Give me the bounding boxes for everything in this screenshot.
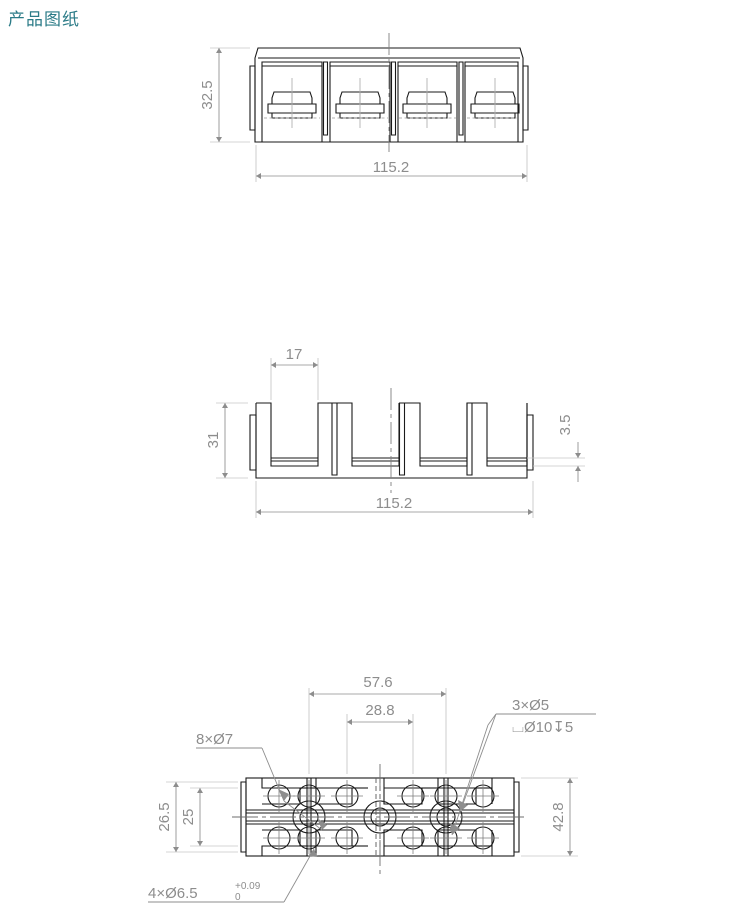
note-4x65-tol-upper: +0.09 [235,881,261,892]
dimension-28-8 [346,714,414,774]
dimension-17 [270,358,319,400]
note-8x7: 8×Ø7 [196,731,233,748]
center-marks [291,33,496,152]
left-ear-side [249,414,257,471]
leader-4x65 [148,848,318,903]
left-ear [249,65,256,131]
terminal-pockets [261,61,519,142]
body-outline-side [255,403,528,479]
right-ear-plan [513,781,520,853]
dimension-value-57-6: 57.6 [363,674,392,691]
dimension-value-26-5: 26.5 [156,802,173,831]
dimension-25 [190,787,238,847]
channel-pockets [256,402,528,467]
dimension-value-115-2-side: 115.2 [376,495,412,512]
right-ear-side [526,414,534,471]
cell-boxes-top [261,778,493,805]
note-4x65: 4×Ø6.5 [148,885,198,902]
terminal-screws [267,91,520,119]
note-counterbore: ⌴Ø10↧5 [512,719,573,736]
front-view: 32.5 115.2 [0,0,750,200]
dimension-32-5 [210,47,250,143]
dimension-26-5 [166,781,238,853]
hole-center-marks [263,780,499,854]
dimension-31 [216,402,248,479]
dimension-57-6 [308,688,447,774]
right-ear [522,65,529,131]
note-3x5: 3×Ø5 [512,697,549,714]
divider-ribs [322,61,464,136]
dimension-value-28-8: 28.8 [365,702,394,719]
note-4x65-tol-lower: 0 [235,892,241,903]
leader-8x7 [196,747,327,831]
dimension-value-25: 25 [180,809,197,826]
dimension-value-17: 17 [286,346,303,363]
left-ear-plan [240,781,247,853]
body-outline [254,47,524,143]
dimension-3-5 [527,442,585,482]
dimension-value-31: 31 [205,432,222,449]
dimension-115-2-front [255,145,528,182]
divider-ribs-side [331,402,473,476]
page-title: 产品图纸 [8,10,80,29]
dimension-value-115-2-front: 115.2 [373,159,409,176]
cell-boxes-bottom [261,829,493,856]
dimension-value-3-5: 3.5 [557,415,574,436]
dimension-value-42-8: 42.8 [550,802,567,831]
leader-3x5 [450,713,596,836]
dimension-42-8 [521,777,578,857]
dimension-value-32-5: 32.5 [199,80,216,109]
dimension-115-2-side [255,481,534,518]
